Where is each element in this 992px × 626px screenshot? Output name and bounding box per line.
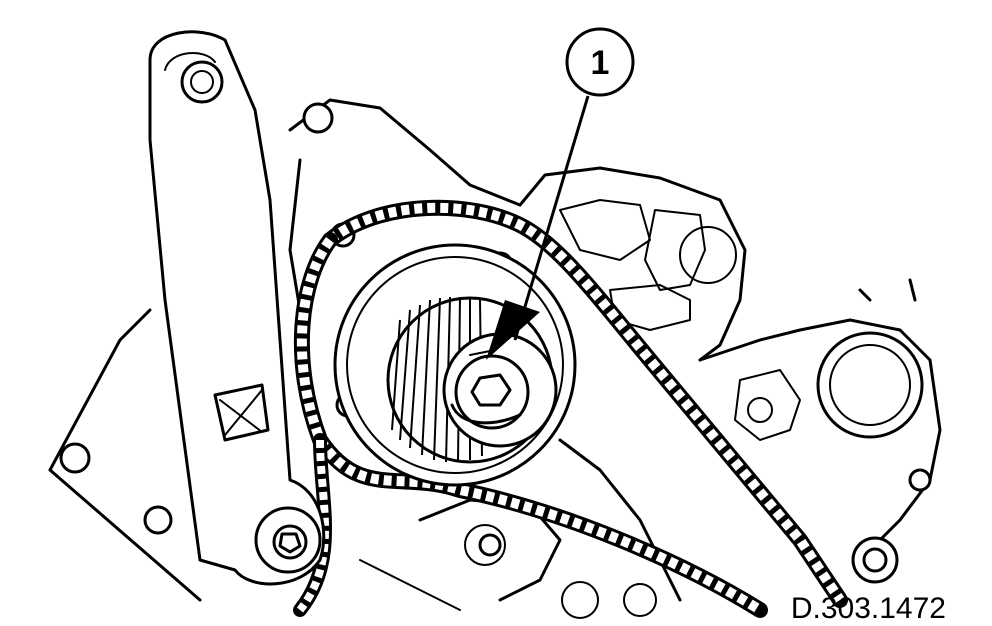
callout-marker: 1 xyxy=(565,27,635,97)
callout-leader xyxy=(486,95,590,360)
timing-chain xyxy=(293,199,848,618)
holding-tool xyxy=(148,30,326,586)
camshaft-sprocket xyxy=(333,243,577,487)
callout-arrowhead xyxy=(486,300,540,360)
callout-number: 1 xyxy=(591,44,610,82)
figure-reference-code: D.303.1472 xyxy=(790,592,946,625)
engine-block xyxy=(48,98,942,619)
